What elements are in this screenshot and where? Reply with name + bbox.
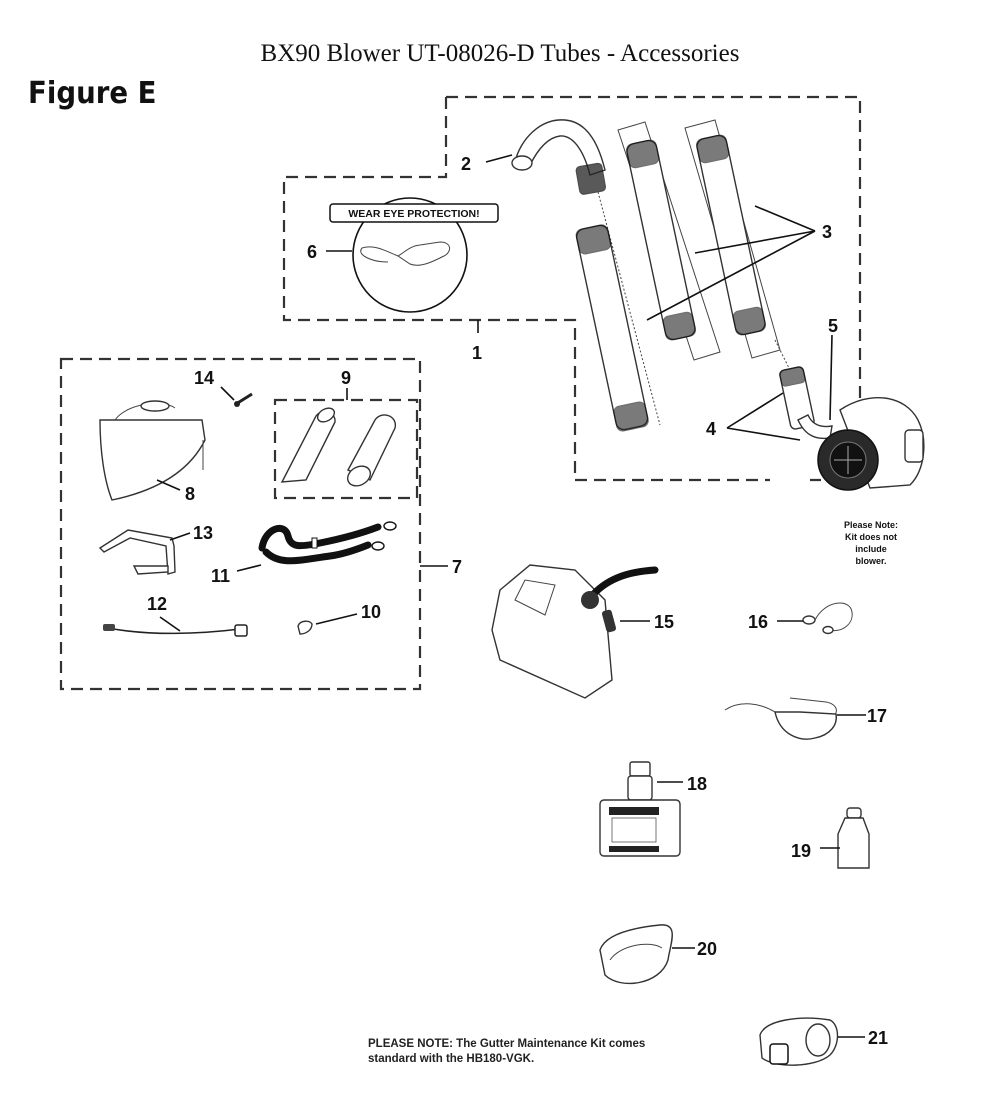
leaders-4 — [726, 392, 801, 441]
leader-13 — [169, 532, 191, 541]
shoulder-strap — [258, 521, 397, 565]
callout-6: 6 — [307, 242, 317, 262]
blower-illustration — [817, 396, 925, 491]
callout-14: 14 — [194, 368, 214, 388]
u-bracket — [98, 529, 176, 575]
eye-protection-sign: WEAR EYE PROTECTION! — [329, 197, 499, 313]
leader-12 — [159, 616, 181, 632]
blower-note: Please Note: Kit does not include blower… — [844, 520, 898, 566]
callout-19: 19 — [791, 841, 811, 861]
ear-plugs — [802, 602, 853, 635]
callout-13: 13 — [193, 523, 213, 543]
kit-9-outline — [273, 398, 419, 500]
callout-2: 2 — [461, 154, 471, 174]
leader-8 — [156, 479, 181, 491]
screw — [234, 392, 253, 407]
svg-text:include: include — [855, 544, 887, 554]
callout-16: 16 — [748, 612, 768, 632]
oil-bottle-large — [599, 761, 681, 857]
tube-left — [575, 191, 661, 432]
leaders-3 — [646, 205, 816, 321]
clip — [297, 620, 313, 635]
gutter-scoop — [99, 400, 206, 501]
svg-text:Kit does not: Kit does not — [845, 532, 897, 542]
fuel-can — [491, 564, 659, 699]
callout-21: 21 — [868, 1028, 888, 1048]
callout-9: 9 — [341, 368, 351, 388]
tube-right — [684, 119, 781, 359]
leader-5 — [829, 334, 833, 421]
leader-11 — [236, 564, 262, 572]
leader-10 — [315, 613, 358, 625]
callout-18: 18 — [687, 774, 707, 794]
callout-7: 7 — [452, 557, 462, 577]
callout-12: 12 — [147, 594, 167, 614]
kit-7-outline — [59, 357, 422, 691]
svg-text:Please Note:: Please Note: — [844, 520, 898, 530]
tether-cable — [103, 624, 248, 637]
goggles — [599, 924, 673, 985]
safety-glasses — [724, 697, 837, 740]
tube-middle — [617, 121, 721, 361]
callout-1: 1 — [472, 343, 482, 363]
callout-11: 11 — [211, 566, 230, 586]
callout-20: 20 — [697, 939, 717, 959]
callout-17: 17 — [867, 706, 887, 726]
adapter-tube — [774, 339, 833, 440]
ear-muffs — [759, 1017, 839, 1066]
leader-2 — [485, 154, 513, 163]
footer-note: PLEASE NOTE: The Gutter Maintenance Kit … — [368, 1037, 728, 1067]
page-title: BX90 Blower UT-08026-D Tubes - Accessori… — [260, 40, 740, 67]
leader-14 — [220, 386, 235, 401]
oil-bottle-small — [837, 807, 870, 869]
nozzle-angled — [280, 407, 336, 483]
callout-4: 4 — [706, 419, 716, 439]
footer-note-line-1: PLEASE NOTE: The Gutter Maintenance Kit … — [368, 1038, 646, 1050]
svg-text:blower.: blower. — [855, 556, 886, 566]
callout-5: 5 — [828, 316, 838, 336]
footer-note-line-2: standard with the HB180-VGK. — [368, 1053, 535, 1065]
callout-8: 8 — [185, 484, 195, 504]
callout-15: 15 — [654, 612, 674, 632]
callout-10: 10 — [361, 602, 381, 622]
nozzle-round — [346, 414, 396, 487]
figure-label: Figure E — [28, 76, 157, 111]
elbow-tube — [511, 119, 607, 195]
callout-3: 3 — [822, 222, 832, 242]
sign-text: WEAR EYE PROTECTION! — [348, 208, 479, 220]
